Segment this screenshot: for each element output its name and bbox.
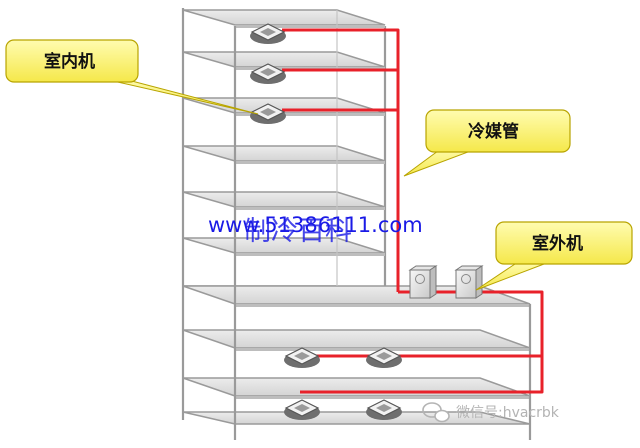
units <box>250 23 484 420</box>
wechat-mark: 微信号:hvacrbk <box>422 402 560 423</box>
cassette-unit-icon <box>284 347 320 368</box>
pipe-lower-2 <box>300 290 544 394</box>
cassette-unit-icon <box>250 23 286 44</box>
floor-slab-edge <box>235 161 385 164</box>
cassette-grille <box>376 404 392 412</box>
cassette-unit-icon <box>284 399 320 420</box>
callout-indoor-unit: 室内机 <box>5 39 259 115</box>
cassette-grille <box>260 28 276 36</box>
outdoor-side <box>475 265 483 299</box>
floor-slab <box>182 191 386 208</box>
floor-slab-edge <box>235 25 385 28</box>
cassette-unit-icon <box>250 63 286 84</box>
cassette-unit-icon <box>250 103 286 124</box>
floor-slab <box>182 51 386 68</box>
label-indoor-unit: 室内机 <box>44 51 95 72</box>
site-watermark: www.51386111.com 制冷百科 <box>208 213 423 247</box>
pipe-indoor-1 <box>282 28 400 292</box>
callout-refrigerant-pipe: 冷媒管 <box>403 109 571 177</box>
cassette-grille <box>260 68 276 76</box>
cassette-unit-icon <box>366 347 402 368</box>
cassette-grille <box>294 352 310 360</box>
outdoor-fan <box>415 274 425 284</box>
floor-slab <box>182 145 386 162</box>
outdoor-unit-icon <box>408 265 438 299</box>
cassette-grille <box>376 352 392 360</box>
outdoor-fan <box>461 274 471 284</box>
cassette-grille <box>260 108 276 116</box>
watermark-site: www.51386111.com <box>208 213 423 237</box>
outdoor-side <box>429 265 437 299</box>
floor-slab-edge <box>235 253 385 256</box>
wechat-id: 微信号:hvacrbk <box>456 405 560 421</box>
callout-outdoor-unit: 室外机 <box>475 221 633 291</box>
podium-slab-edge <box>235 396 530 399</box>
label-outdoor-unit: 室外机 <box>532 233 583 254</box>
floor-slab-edge <box>235 207 385 210</box>
floor-slab <box>182 9 386 26</box>
floor-slab-edge <box>235 113 385 116</box>
wechat-icon <box>422 402 450 423</box>
outdoor-unit-icon <box>454 265 484 299</box>
cassette-unit-icon <box>366 399 402 420</box>
watermark-overlay: 制冷百科 <box>244 216 352 247</box>
cassette-grille <box>294 404 310 412</box>
label-refrigerant-pipe: 冷媒管 <box>468 121 519 142</box>
refrigerant-pipes <box>282 28 544 394</box>
podium-slab-edge <box>235 304 530 307</box>
